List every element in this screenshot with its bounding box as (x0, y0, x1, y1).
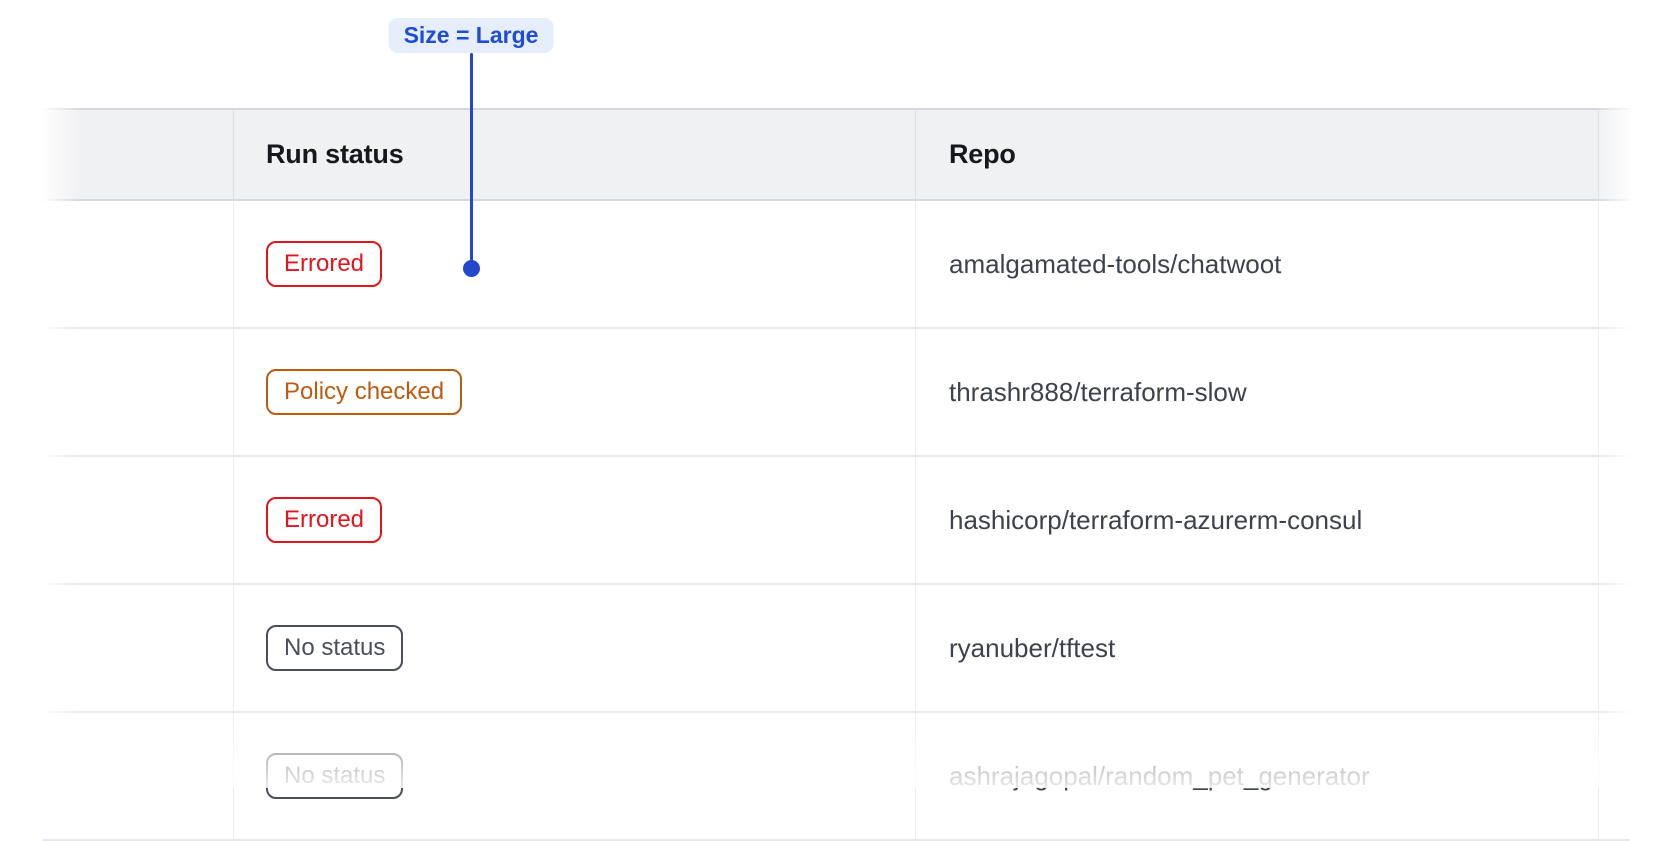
run-status-badge: Policy checked (266, 369, 463, 415)
overflow-cell (1598, 585, 1630, 711)
column-header-leading (43, 110, 233, 199)
repo-name: thrashr888/terraform-slow (949, 376, 1247, 407)
table-header-row: Run status Repo (43, 108, 1630, 201)
run-status-cell: No status (233, 585, 915, 711)
run-status-badge: Errored (266, 497, 383, 543)
run-status-cell: No status (233, 713, 915, 839)
repo-name: ashrajagopal/random_pet_generator (949, 760, 1370, 791)
leading-cell (43, 713, 233, 839)
runs-table: Run status Repo Errored amalgamated-tool… (43, 108, 1630, 841)
repo-name: hashicorp/terraform-azurerm-consul (949, 504, 1363, 535)
table-row[interactable]: No status ryanuber/tftest (43, 585, 1630, 713)
leading-cell (43, 457, 233, 583)
annotation-anchor-dot (463, 260, 480, 277)
overflow-cell (1598, 201, 1630, 327)
column-header-label: Run status (266, 139, 404, 169)
table-row[interactable]: Errored hashicorp/terraform-azurerm-cons… (43, 457, 1630, 585)
repo-cell: ashrajagopal/random_pet_generator (915, 713, 1598, 839)
repo-cell: thrashr888/terraform-slow (915, 329, 1598, 455)
run-status-cell: Errored (233, 201, 915, 327)
repo-name: ryanuber/tftest (949, 632, 1116, 663)
overflow-cell (1598, 329, 1630, 455)
annotation-connector-line (470, 53, 473, 268)
run-status-badge: Errored (266, 241, 383, 287)
leading-cell (43, 329, 233, 455)
repo-name: amalgamated-tools/chatwoot (949, 248, 1282, 279)
table-row[interactable]: No status ashrajagopal/random_pet_genera… (43, 713, 1630, 841)
overflow-cell (1598, 713, 1630, 839)
column-header-overflow (1598, 110, 1630, 199)
run-status-cell: Policy checked (233, 329, 915, 455)
run-status-badge: No status (266, 753, 404, 799)
repo-cell: hashicorp/terraform-azurerm-consul (915, 457, 1598, 583)
column-header-label: Repo (949, 139, 1016, 169)
table-row[interactable]: Errored amalgamated-tools/chatwoot (43, 201, 1630, 329)
repo-cell: ryanuber/tftest (915, 585, 1598, 711)
table-row[interactable]: Policy checked thrashr888/terraform-slow (43, 329, 1630, 457)
column-header-run-status: Run status (233, 110, 915, 199)
run-status-badge: No status (266, 625, 404, 671)
size-annotation-label: Size = Large (388, 18, 554, 53)
leading-cell (43, 585, 233, 711)
run-status-cell: Errored (233, 457, 915, 583)
repo-cell: amalgamated-tools/chatwoot (915, 201, 1598, 327)
overflow-cell (1598, 457, 1630, 583)
leading-cell (43, 201, 233, 327)
column-header-repo: Repo (915, 110, 1598, 199)
table-body: Errored amalgamated-tools/chatwoot Polic… (43, 201, 1630, 841)
